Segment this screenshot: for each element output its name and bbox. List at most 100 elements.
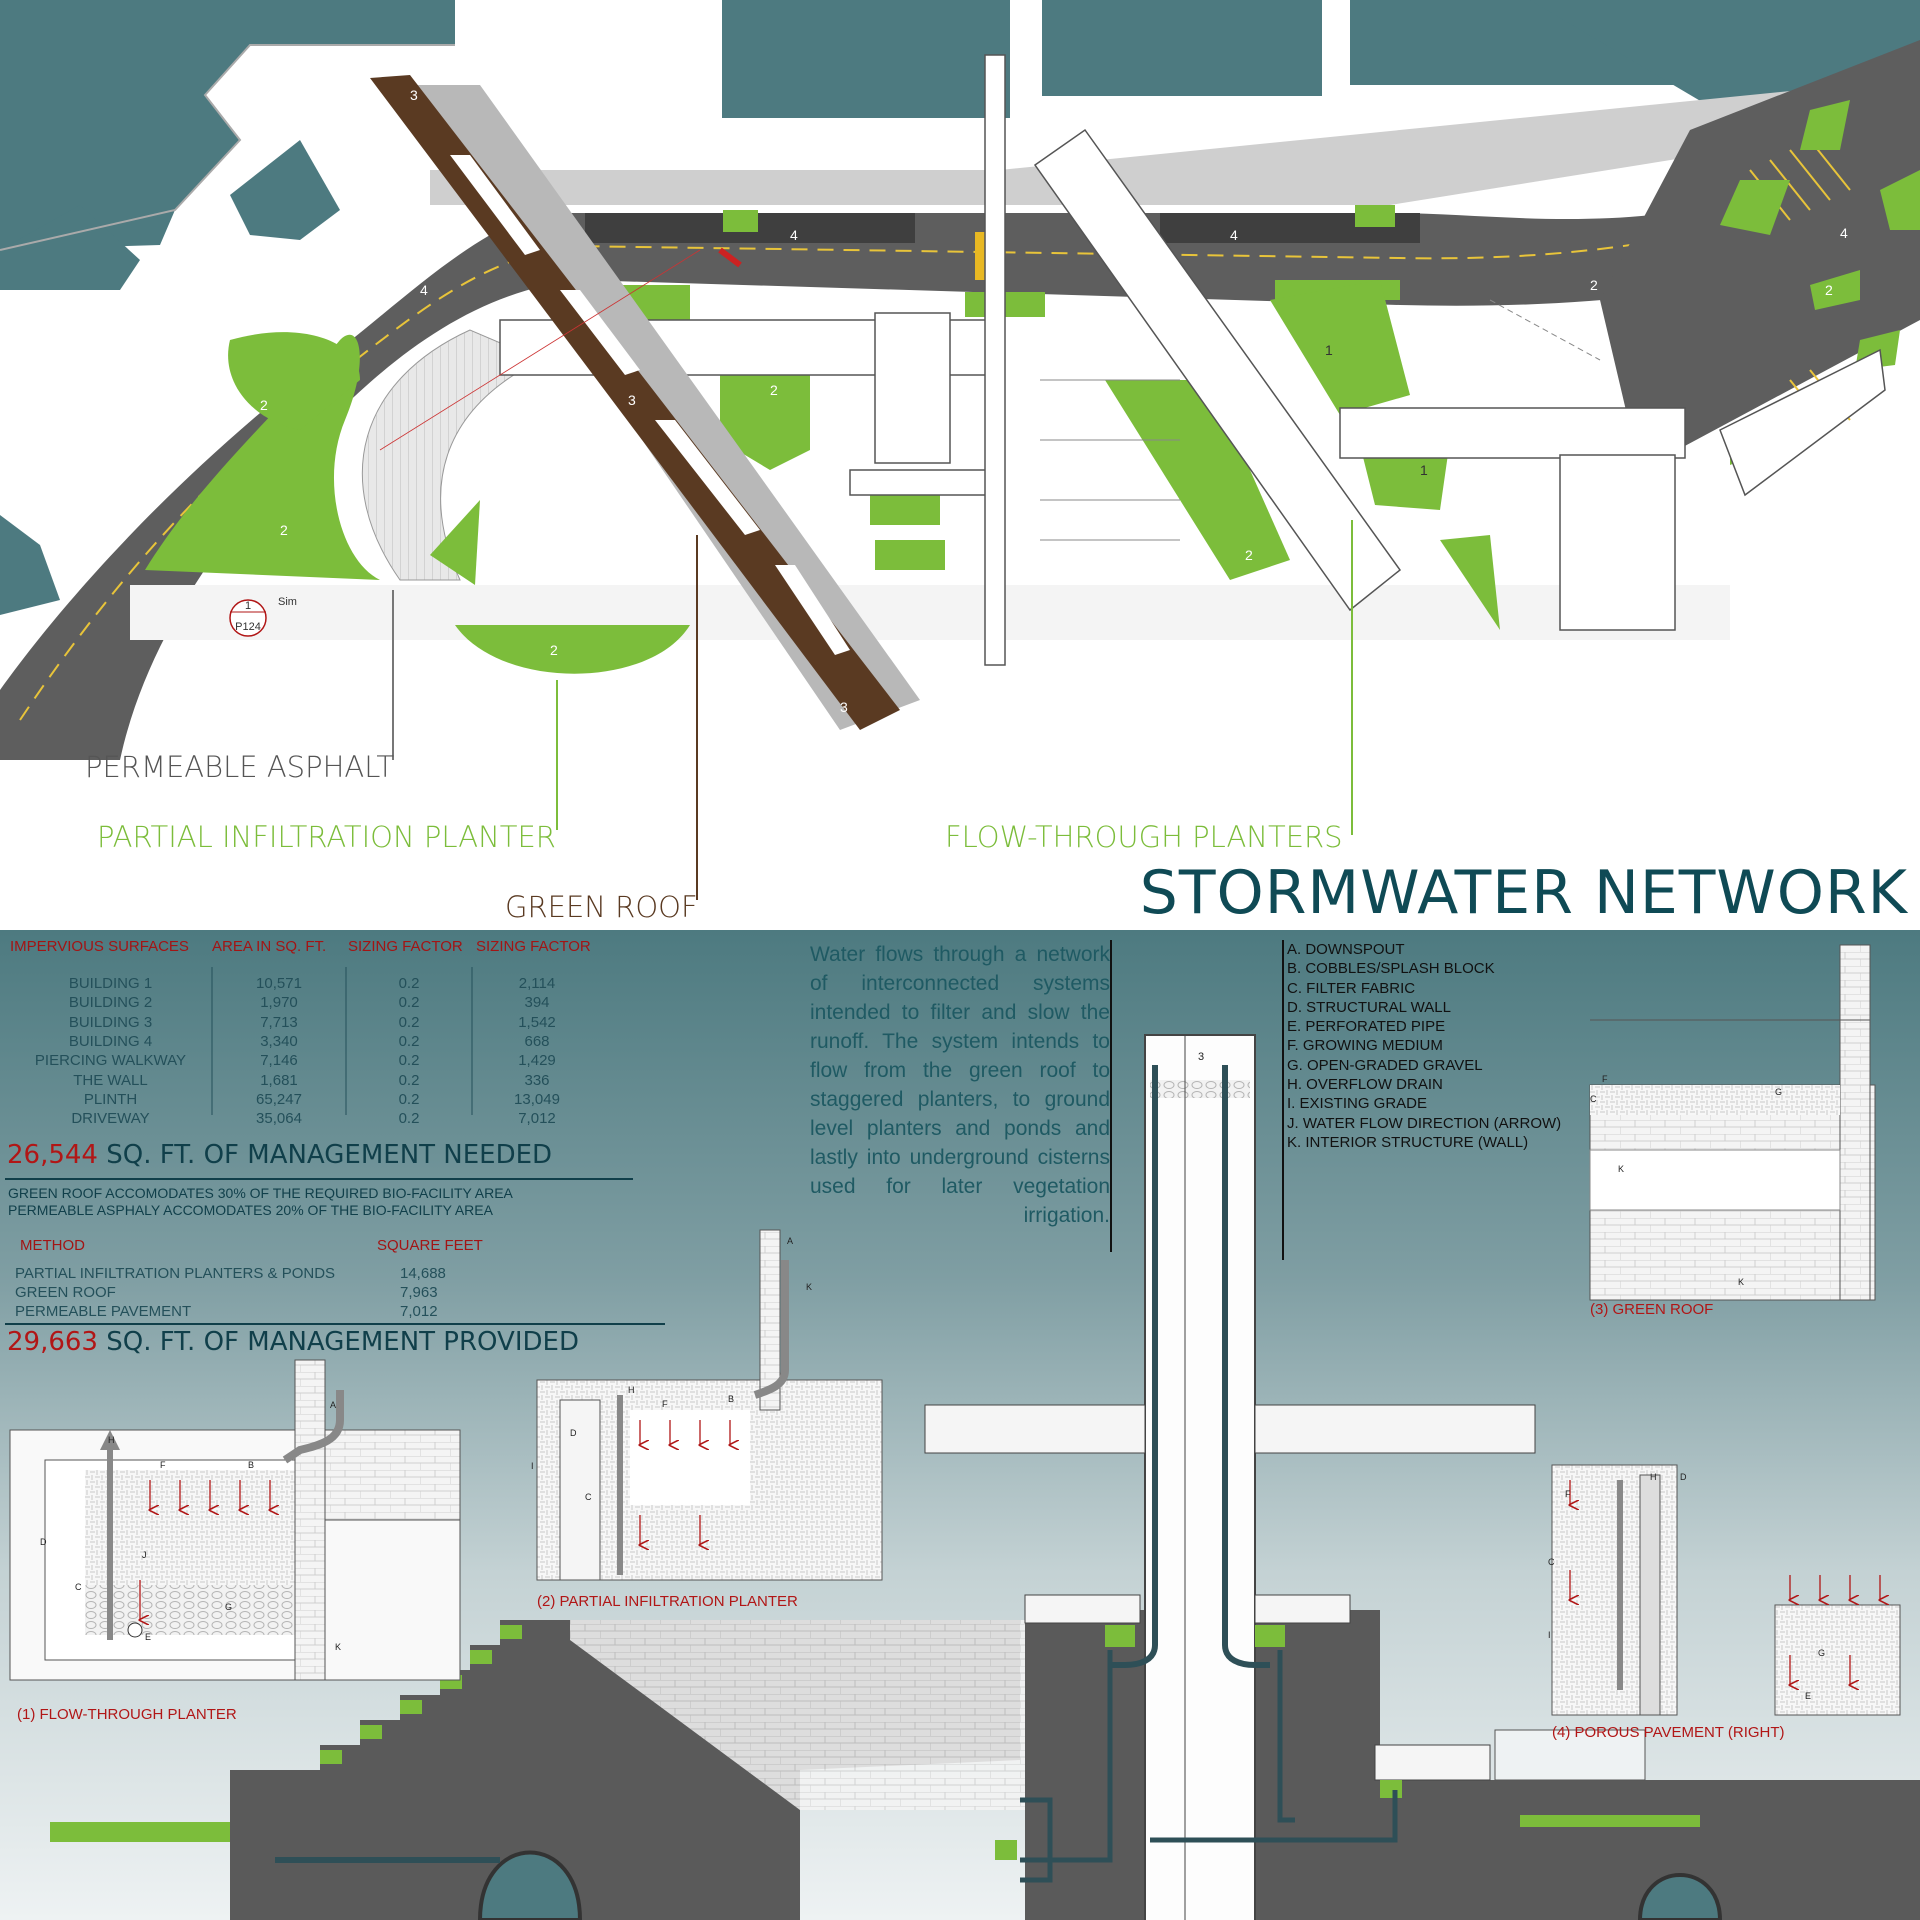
note-permeable-asphalt: PERMEABLE ASPHALY ACCOMODATES 20% OF THE…: [8, 1202, 493, 1218]
table-header: SQUARE FEET: [377, 1237, 483, 1254]
buildings: [499, 54, 1886, 666]
svg-text:I: I: [531, 1461, 534, 1471]
legend-item: F. GROWING MEDIUM: [1287, 1037, 1443, 1055]
section-pipes: [1020, 1650, 1398, 1883]
section-drawings: 3 (1) FLOW-THROUGH PLANTER: [9, 944, 1920, 1920]
note-green-roof: GREEN ROOF ACCOMODATES 30% OF THE REQUIR…: [8, 1185, 513, 1201]
svg-text:C: C: [585, 1492, 592, 1502]
divider: [5, 1178, 633, 1180]
divider: [5, 1323, 665, 1325]
table-cell: 7,012: [518, 1110, 556, 1128]
table-cell: PARTIAL INFILTRATION PLANTERS & PONDS: [15, 1265, 336, 1282]
section-planters: [320, 1625, 1402, 1860]
divider: [1110, 940, 1112, 1252]
svg-text:B: B: [728, 1394, 734, 1404]
legend-item: C. FILTER FABRIC: [1287, 979, 1416, 997]
divider: [1282, 940, 1284, 1260]
svg-text:F: F: [662, 1399, 668, 1409]
zone-number: 2: [280, 522, 288, 538]
zone-number: 2: [550, 642, 558, 658]
parking: [1600, 40, 1920, 470]
detail-letter-tags: AB CD EF GH JK AB CD FH IK FC GK KH DF C…: [40, 1074, 1825, 1701]
tower-section: 3: [924, 1034, 1536, 1920]
svg-text:E: E: [145, 1632, 151, 1642]
provided-value: 29,663: [7, 1327, 98, 1357]
detail-green-roof: [1589, 944, 1876, 1301]
zone-number: 3: [840, 699, 848, 715]
zone-number: 2: [1590, 277, 1598, 293]
svg-text:E: E: [1805, 1691, 1811, 1701]
table-cell: PLINTH: [83, 1090, 138, 1108]
table-cell: BUILDING 3: [68, 1013, 153, 1031]
site-section: [50, 1610, 1920, 1920]
legend-item: K. INTERIOR STRUCTURE (WALL): [1287, 1133, 1529, 1151]
legend-item: A. DOWNSPOUT: [1287, 941, 1405, 958]
site-plan: 1 P124 Sim 3 3 3 4 4 4 4 2 2 2 2 2 2 2 1…: [0, 0, 1920, 930]
zone-number: 4: [420, 282, 428, 298]
table-cell: PERMEABLE PAVEMENT: [15, 1303, 192, 1320]
svg-text:K: K: [1738, 1277, 1744, 1287]
table-cell: PIERCING WALKWAY: [34, 1052, 187, 1070]
green-planters: [145, 100, 1920, 674]
table-cell: 1,681: [260, 1071, 298, 1089]
table-cell: 0.2: [398, 994, 420, 1012]
section-tag: Sim: [278, 596, 297, 608]
svg-text:K: K: [1618, 1164, 1624, 1174]
detail-porous-pavement: [1551, 1464, 1901, 1716]
site-plan-drawing: 1 P124 Sim 3 3 3 4 4 4 4 2 2 2 2 2 2 2 1…: [0, 0, 1920, 900]
svg-text:J: J: [142, 1550, 147, 1560]
svg-text:A: A: [787, 1236, 793, 1246]
zone-number: 3: [628, 392, 636, 408]
section-number: 1: [245, 600, 251, 612]
zone-number: 2: [260, 397, 268, 413]
table-cell: 13,049: [514, 1090, 560, 1108]
label-partial-infiltration-planter: PARTIAL INFILTRATION PLANTER: [97, 820, 556, 854]
zone-number: 1: [1325, 342, 1333, 358]
zone-number: 2: [770, 382, 778, 398]
table-cell: 14,688: [400, 1265, 446, 1282]
table-cell: 10,571: [256, 975, 302, 992]
caption-green-roof: (3) GREEN ROOF: [1590, 1301, 1713, 1318]
svg-text:K: K: [806, 1282, 812, 1292]
needed-text: SQ. FT. OF MANAGEMENT NEEDED: [106, 1140, 553, 1170]
svg-text:A: A: [330, 1400, 336, 1410]
svg-text:F: F: [160, 1460, 166, 1470]
table-header: AREA IN SQ. FT.: [212, 938, 327, 955]
tower-zone-number: 3: [1198, 1051, 1204, 1063]
table-cell: 1,970: [260, 994, 298, 1012]
table-header: IMPERVIOUS SURFACES: [10, 938, 189, 955]
needed-value: 26,544: [7, 1140, 98, 1170]
table-cell: 3,340: [260, 1032, 298, 1050]
table-cell: 7,012: [400, 1303, 438, 1320]
table-header: METHOD: [20, 1237, 85, 1254]
zone-number: 2: [1825, 282, 1833, 298]
table-cell: 7,963: [400, 1284, 438, 1301]
management-needed: 26,544 SQ. FT. OF MANAGEMENT NEEDED: [7, 1140, 552, 1170]
label-permeable-asphalt: PERMEABLE ASPHALT: [85, 750, 395, 784]
legend-item: I. EXISTING GRADE: [1287, 1095, 1428, 1113]
table-cell: 0.2: [398, 1090, 420, 1108]
table-cell: 0.2: [398, 1032, 420, 1050]
svg-text:F: F: [1602, 1074, 1608, 1084]
table-cell: 65,247: [256, 1090, 302, 1108]
label-flow-through-planters: FLOW-THROUGH PLANTERS: [945, 820, 1343, 854]
svg-text:B: B: [248, 1460, 254, 1470]
svg-text:G: G: [1818, 1648, 1825, 1658]
zone-number: 4: [1230, 227, 1238, 243]
table-cell: 336: [524, 1071, 550, 1089]
legend-item: J. WATER FLOW DIRECTION (ARROW): [1287, 1114, 1562, 1132]
table-cell: 0.2: [398, 1013, 420, 1031]
detail-partial-infiltration: [536, 1229, 883, 1581]
legend-item: D. STRUCTURAL WALL: [1287, 998, 1451, 1016]
table-header: SIZING FACTOR: [348, 938, 463, 955]
detail-flow-through: [9, 1359, 461, 1681]
provided-text: SQ. FT. OF MANAGEMENT PROVIDED: [106, 1327, 579, 1357]
section-marker: 1 P124 Sim: [229, 596, 297, 637]
svg-text:D: D: [1680, 1472, 1687, 1482]
table-cell: BUILDING 1: [68, 975, 153, 992]
caption-partial-infiltration: (2) PARTIAL INFILTRATION PLANTER: [537, 1593, 798, 1610]
table-cell: 0.2: [398, 1052, 420, 1070]
table-cell: THE WALL: [73, 1071, 148, 1089]
table-cell: GREEN ROOF: [15, 1284, 116, 1301]
table-cell: 0.2: [398, 1071, 420, 1089]
